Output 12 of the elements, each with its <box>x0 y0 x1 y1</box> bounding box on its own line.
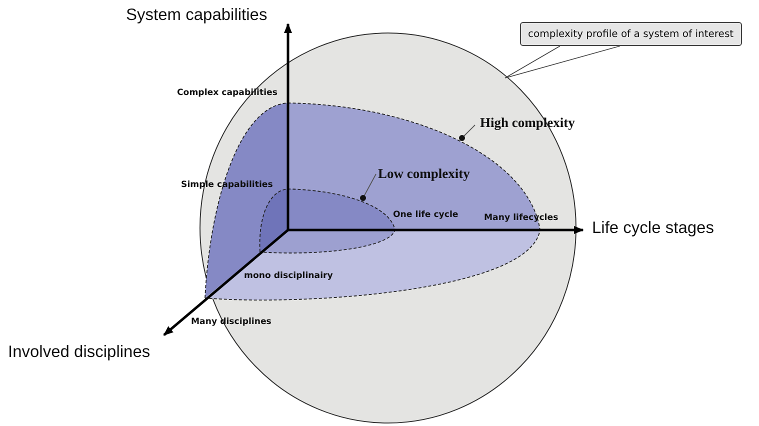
axis-title: Life cycle stages <box>592 219 714 238</box>
axis-label: mono disciplinairy <box>244 271 333 281</box>
axis-title: System capabilities <box>126 6 268 25</box>
axis-label: One life cycle <box>393 210 458 220</box>
callout-pointer <box>504 46 620 78</box>
complexity-region <box>259 188 396 254</box>
axis-title: Involved disciplines <box>8 343 150 362</box>
leader-line <box>459 124 476 141</box>
region-label: Low complexity <box>378 166 470 182</box>
axis-label: Many lifecycles <box>484 213 558 223</box>
callout-box: complexity profile of a system of interest <box>520 22 742 46</box>
leader-line <box>360 174 376 201</box>
